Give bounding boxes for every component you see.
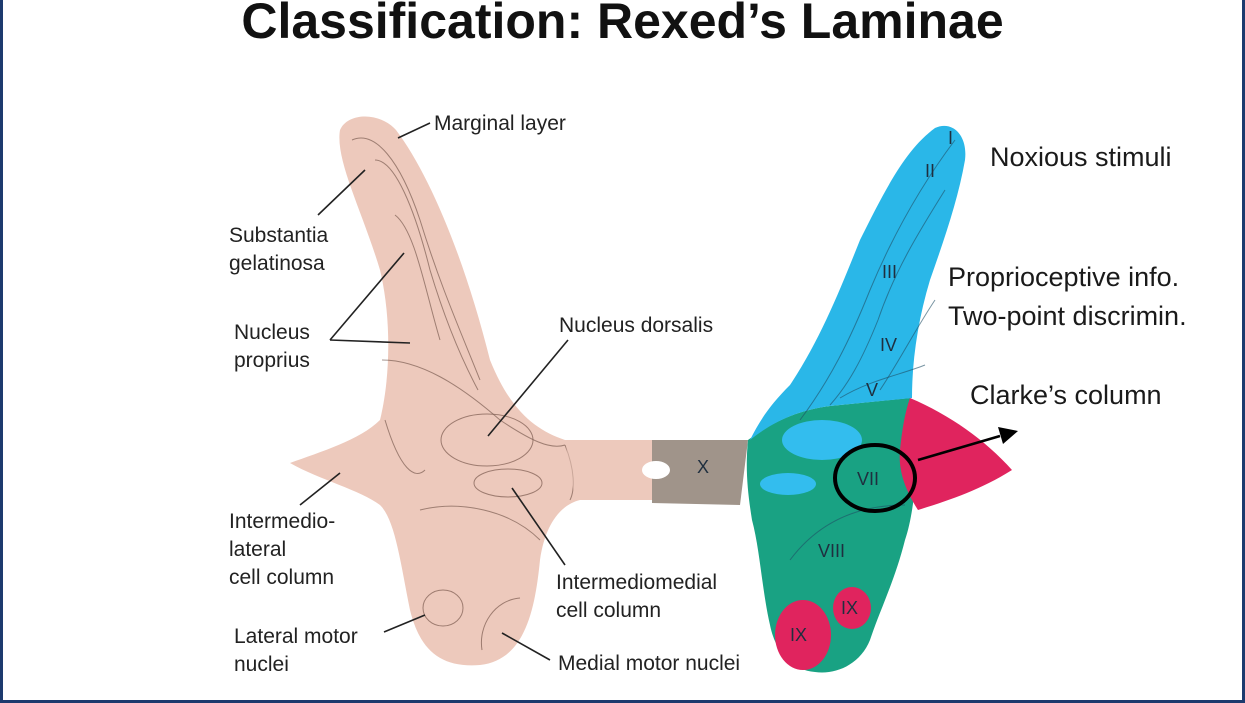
lamina-viii-label: VIII <box>818 541 845 561</box>
left-leader-lines <box>299 122 569 661</box>
slide-frame-bottom <box>0 700 1245 703</box>
central-canal <box>642 461 670 479</box>
slide-frame-right <box>1242 0 1245 703</box>
proprioceptive-label-line1: Proprioceptive info. <box>948 262 1179 292</box>
medial-motor-outline <box>480 597 521 651</box>
right-lamina-lines <box>789 139 956 561</box>
clarke-arrow-head <box>998 427 1018 444</box>
lamina-vii-label: VII <box>857 469 879 489</box>
nucleus-dorsalis-label: Nucleus dorsalis <box>559 314 713 337</box>
slide-frame-left <box>0 0 3 703</box>
intermediomedial-label-line2: cell column <box>556 599 661 622</box>
nucleus-dorsalis-outline <box>440 413 534 467</box>
intermediolateral-label-line3: cell column <box>229 566 334 589</box>
lamina-ix-a-label: IX <box>790 625 807 645</box>
substantia-gelatinosa-label-line2: gelatinosa <box>229 252 325 275</box>
clarke-arrow-line <box>917 434 1001 462</box>
lamina-x-label: X <box>697 457 709 477</box>
clarkes-column-circle <box>833 443 917 513</box>
blue-nucleus-b <box>760 473 816 495</box>
lamina-ix-b-label: IX <box>841 598 858 618</box>
nucleus-proprius-label-line1: Nucleus <box>234 321 310 344</box>
lamina-i-label: I <box>948 128 953 148</box>
nucleus-proprius-label-line2: proprius <box>234 349 310 372</box>
intermediolateral-label-line2: lateral <box>229 538 286 561</box>
substantia-gelatinosa-label-line1: Substantia <box>229 224 329 247</box>
lateral-motor-nuclei-label-line1: Lateral motor <box>234 625 358 648</box>
lamina-v-label: V <box>866 380 878 400</box>
clarkes-column-label: Clarke’s column <box>970 380 1162 410</box>
intermediomedial-outline <box>473 468 543 498</box>
slide-title: Classification: Rexed’s Laminae <box>241 0 1004 49</box>
lamina-ii-label: II <box>925 161 935 181</box>
proprioceptive-label-line2: Two-point discrimin. <box>948 301 1187 331</box>
intermediolateral-label-line1: Intermedio- <box>229 510 335 533</box>
lamina-iii-label: III <box>882 262 897 282</box>
lamina-ix-nucleus-b <box>833 587 871 629</box>
medial-motor-nuclei-label: Medial motor nuclei <box>558 652 740 675</box>
right-dorsal-horn <box>750 125 966 441</box>
left-gray-matter <box>290 116 660 666</box>
lateral-motor-outline <box>422 589 464 627</box>
blue-nucleus-a <box>782 420 862 460</box>
intermediomedial-label-line1: Intermediomedial <box>556 571 717 594</box>
noxious-stimuli-label: Noxious stimuli <box>990 142 1172 172</box>
lamina-iv-label: IV <box>880 335 897 355</box>
clarkes-column-region <box>899 398 1012 510</box>
marginal-layer-label: Marginal layer <box>434 112 566 135</box>
lateral-motor-nuclei-label-line2: nuclei <box>234 653 289 676</box>
central-commissure-left <box>565 440 655 500</box>
lamina-x-region <box>652 440 748 505</box>
lamina-ix-nucleus-a <box>775 600 831 670</box>
